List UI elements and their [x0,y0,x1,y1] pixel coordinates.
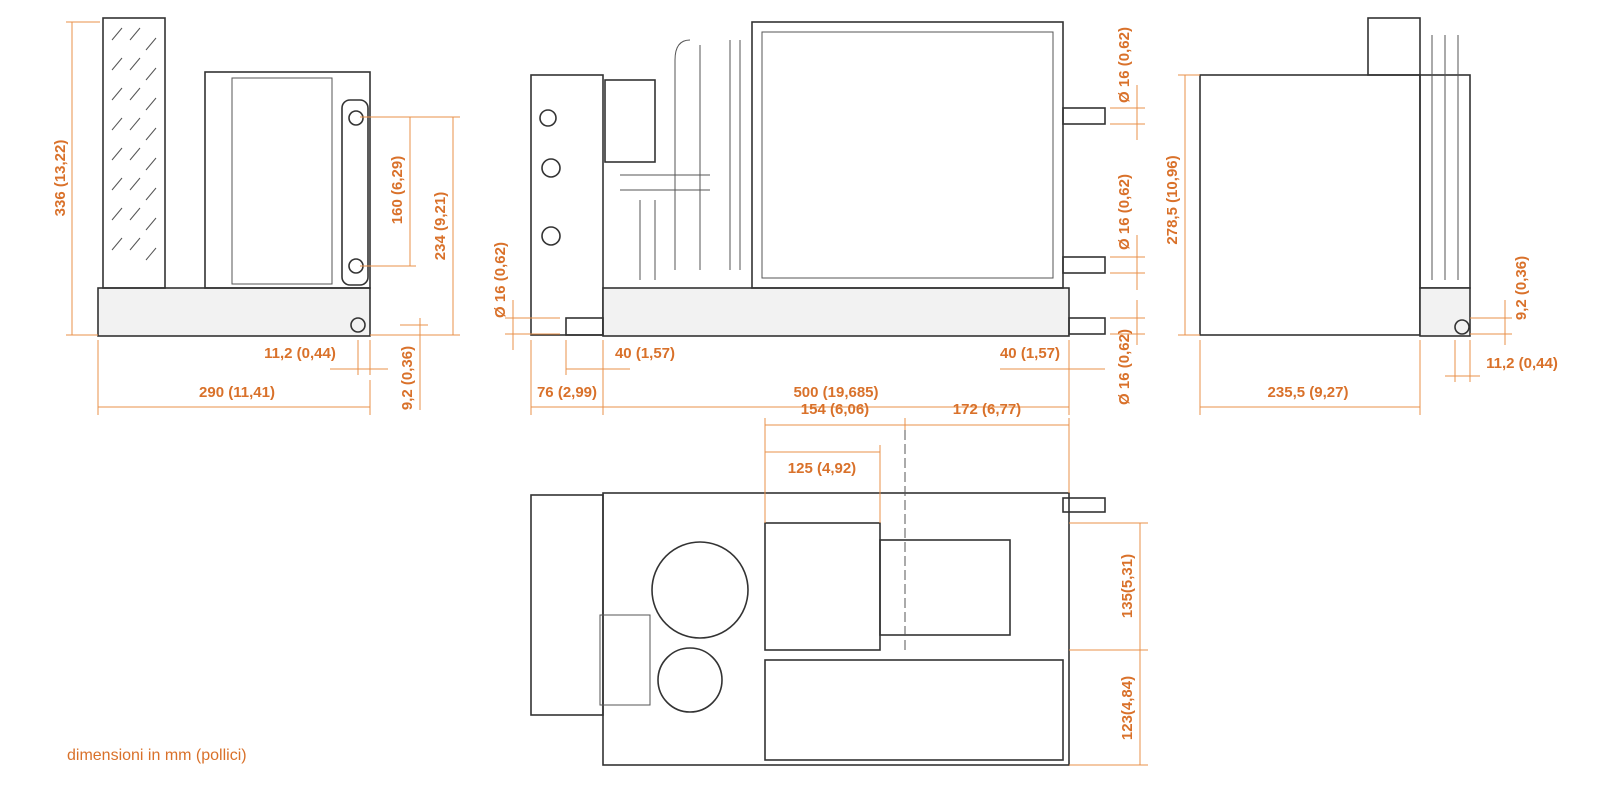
dim-40-right: 40 (1,57) [1000,345,1060,362]
dim-154: 154 (6,06) [801,401,869,418]
dim-pipe-top: Ø 16 (0,62) [1116,27,1133,103]
dim-9-2: 9,2 (0,36) [399,346,416,410]
units-note: dimensioni in mm (pollici) [67,747,247,764]
dim-pipe-left: Ø 16 (0,62) [492,242,509,318]
dim-125: 125 (4,92) [788,460,856,477]
dim-11-2-right: 11,2 (0,44) [1486,355,1558,372]
dim-278-5: 278,5 (10,96) [1164,155,1181,244]
dim-500: 500 (19,685) [793,384,878,401]
front-view-dimensions: Ø 16 (0,62) Ø 16 (0,62) Ø 16 (0,62) Ø 16… [492,27,1145,415]
dim-40-left: 40 (1,57) [615,345,675,362]
right-view-dimensions: 278,5 (10,96) 9,2 (0,36) 11,2 (0,44) 235… [1164,74,1558,415]
dim-9-2-right: 9,2 (0,36) [1513,256,1530,320]
dim-234: 234 (9,21) [432,192,449,260]
front-view [530,21,1106,337]
top-view [530,430,1106,766]
top-view-dimensions: 154 (6,06) 172 (6,77) 125 (4,92) 135(5,3… [764,401,1148,766]
dim-336: 336 (13,22) [52,140,69,217]
dim-290: 290 (11,41) [199,384,275,401]
dim-76: 76 (2,99) [537,384,597,401]
dim-172: 172 (6,77) [953,401,1021,418]
left-view [97,17,371,337]
right-view [1199,17,1471,337]
dim-235-5: 235,5 (9,27) [1268,384,1349,401]
dim-160: 160 (6,29) [389,156,406,224]
dim-135: 135(5,31) [1119,554,1136,618]
dim-pipe-mid-label: Ø 16 (0,62) [1116,174,1133,250]
left-view-dimensions: 336 (13,22) 160 (6,29) 234 (9,21) 11,2 (… [52,21,460,415]
dim-123: 123(4,84) [1119,676,1136,740]
dim-11-2: 11,2 (0,44) [264,345,336,362]
dim-pipe-bottom: Ø 16 (0,62) [1116,329,1133,405]
